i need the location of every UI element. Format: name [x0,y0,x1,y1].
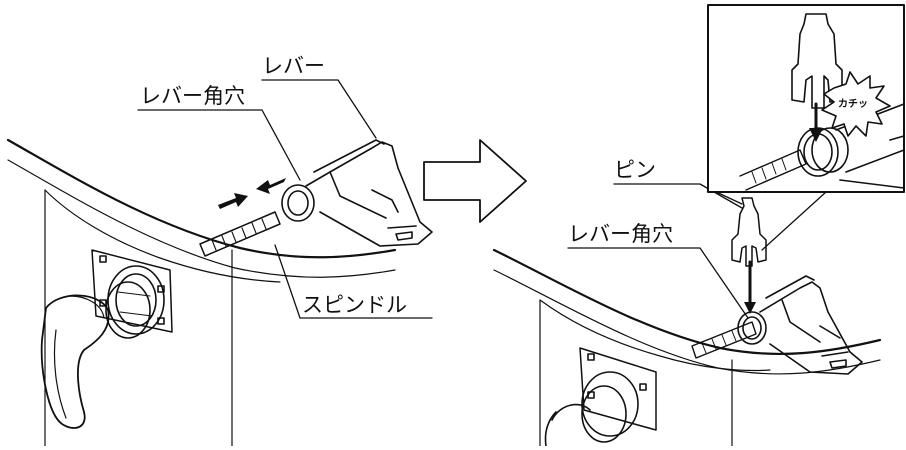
basin-rim [492,248,882,447]
spindle [199,211,281,257]
valve-body [91,249,173,339]
lever [281,139,433,247]
leader-lines-right [567,183,749,319]
push-arrows [218,178,286,209]
lever-square-hole-label-left: レバー角穴 [140,84,245,108]
lever-square-hole-label-right: レバー角穴 [568,222,673,246]
basin-rim [6,138,397,447]
right-panel [492,4,905,447]
lever-label: レバー [262,54,325,78]
valve-body [544,347,657,447]
spindle [691,321,757,359]
click-starburst [821,71,891,137]
leader-lines-left [137,79,433,319]
left-panel [6,79,433,447]
pin-label: ピン [614,158,656,182]
lever [737,275,863,375]
pin [731,197,767,267]
spindle-label: スピンドル [302,293,407,317]
detail-inset [707,4,905,193]
insert-arrow [744,260,756,314]
inset-connector [711,189,827,251]
handle [40,294,110,429]
click-sound-text: カチッ [838,99,868,110]
proceed-arrow [423,139,527,223]
